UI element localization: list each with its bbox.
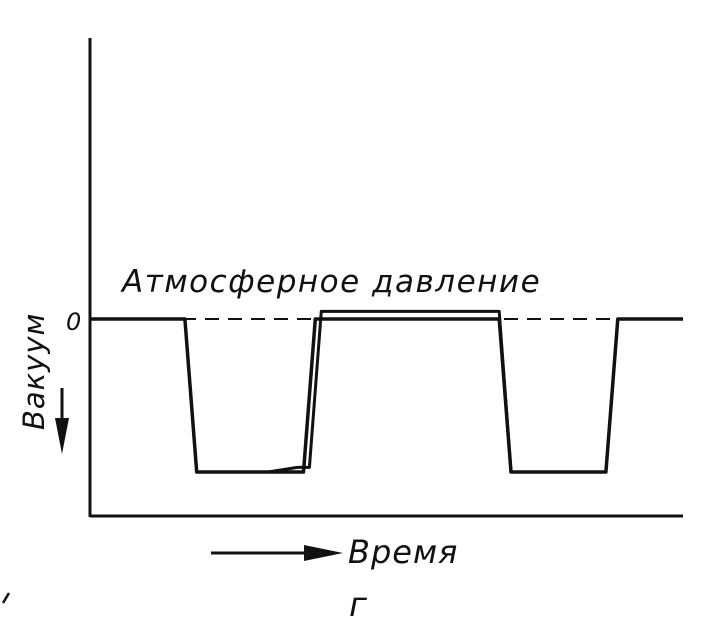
time-axis-label: Время: [348, 533, 458, 571]
pressure-curves: [90, 309, 683, 474]
pressure-curve-2: [267, 309, 513, 474]
stray-mark: [1, 592, 11, 604]
atmospheric-pressure-label: Атмосферное давление: [120, 264, 541, 300]
vacuum-arrow-icon: [55, 388, 69, 454]
time-arrow-icon: [211, 545, 343, 561]
subfigure-label: г: [349, 585, 368, 625]
zero-label: 0: [66, 308, 81, 336]
vacuum-axis-label: Вакуум: [17, 313, 51, 430]
pressure-curve-1: [90, 317, 683, 474]
